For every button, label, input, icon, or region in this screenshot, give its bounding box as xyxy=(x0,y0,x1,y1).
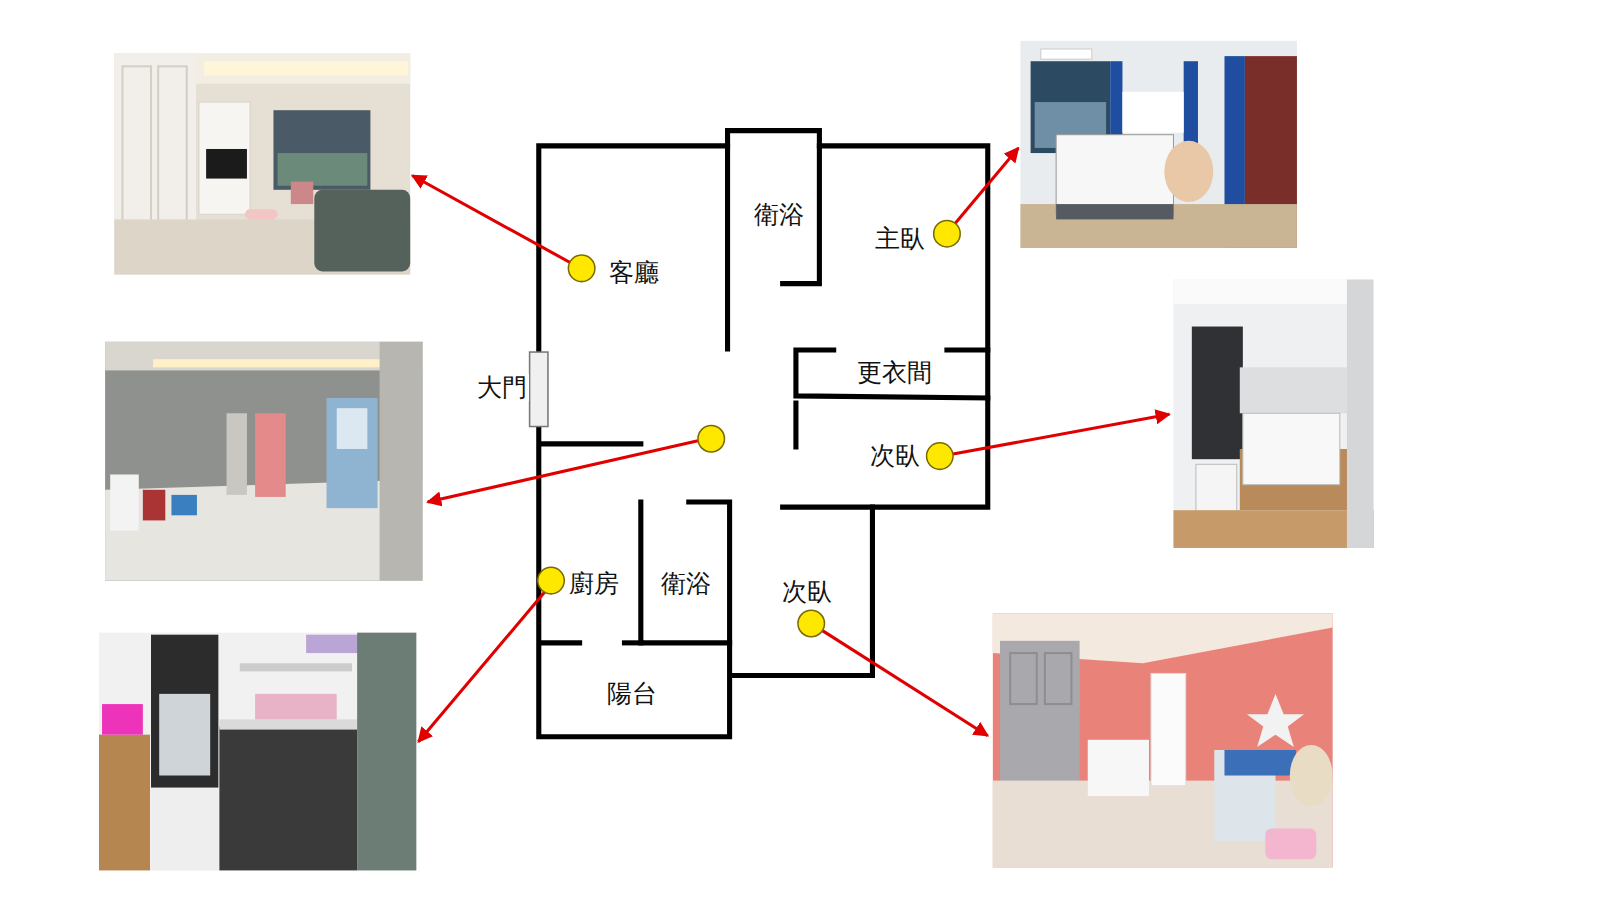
living-room-photo xyxy=(114,53,410,274)
room-label: 主臥 xyxy=(873,225,927,253)
leader-arrow xyxy=(412,148,1169,742)
room-label: 衛浴 xyxy=(752,202,806,230)
room-label: 廚房 xyxy=(567,570,621,598)
pink-bedroom-photo xyxy=(993,613,1333,867)
wall xyxy=(539,131,988,737)
room-label: 次臥 xyxy=(780,578,834,606)
photo-marker xyxy=(538,220,960,636)
hallway-photo xyxy=(105,342,422,581)
room-label: 衛浴 xyxy=(659,570,713,598)
room-label: 客廳 xyxy=(607,260,661,288)
room-label: 陽台 xyxy=(605,680,659,708)
room-label: 大門 xyxy=(475,374,529,402)
room-label: 次臥 xyxy=(868,442,922,470)
door-symbol xyxy=(530,352,548,426)
room-label: 更衣間 xyxy=(855,360,934,388)
second-bedroom-photo xyxy=(1173,280,1373,548)
kitchen-photo xyxy=(99,633,416,871)
master-bedroom-photo xyxy=(1020,41,1297,248)
